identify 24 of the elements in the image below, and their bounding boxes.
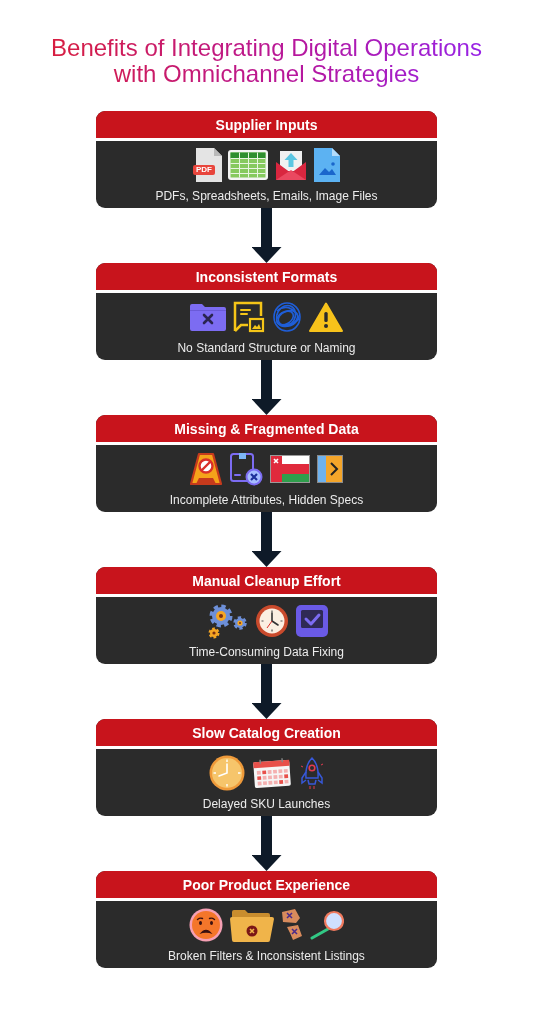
stage-description: PDFs, Spreadsheets, Emails, Image Files: [155, 189, 378, 204]
stage-card: [96, 719, 437, 816]
stage-card: [96, 263, 437, 360]
stage-card: [96, 111, 437, 208]
stage-description: Broken Filters & Inconsistent Listings: [168, 949, 365, 964]
stage-header: Poor Product Experience: [96, 871, 437, 901]
stage-card: [96, 567, 437, 664]
stage-description: Delayed SKU Launches: [202, 797, 331, 812]
stage-card: [96, 871, 437, 968]
down-arrow: [251, 664, 282, 719]
stage-header: Missing & Fragmented Data: [96, 415, 437, 445]
down-arrow: [251, 360, 282, 415]
down-arrow: [251, 512, 282, 567]
stage-header: Supplier Inputs: [96, 111, 437, 141]
stage-header: Manual Cleanup Effort: [96, 567, 437, 597]
stage-description: Time-Consuming Data Fixing: [189, 645, 344, 660]
stage-header: Inconsistent Formats: [96, 263, 437, 293]
stage-description: No Standard Structure or Naming: [177, 341, 356, 356]
stage-description: Incomplete Attributes, Hidden Specs: [169, 493, 364, 508]
stage-card: [96, 415, 437, 512]
file-type-tag: PDF: [193, 165, 215, 175]
stage-header: Slow Catalog Creation: [96, 719, 437, 749]
down-arrow: [251, 816, 282, 871]
down-arrow: [251, 208, 282, 263]
